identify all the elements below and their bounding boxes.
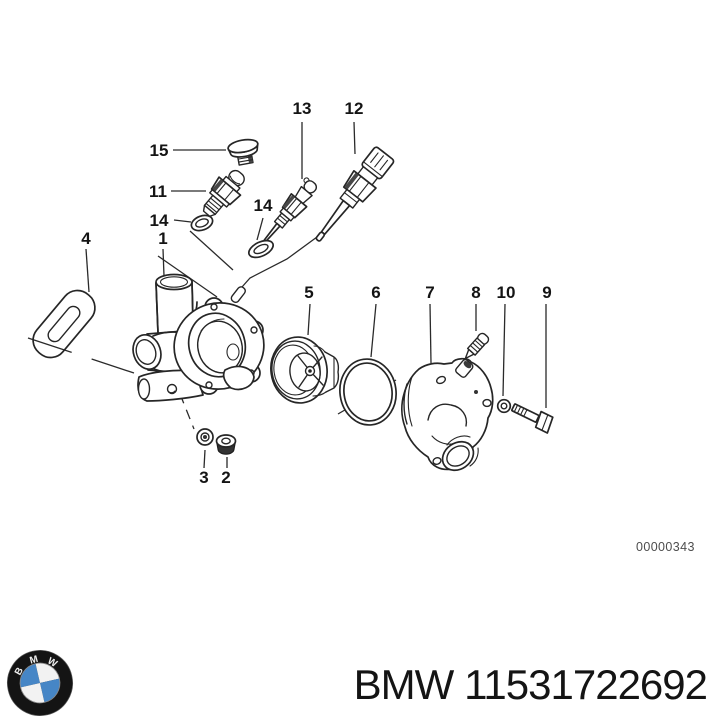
leader-line-6 xyxy=(370,303,377,358)
part-8-vent-screw xyxy=(464,332,490,360)
leader-line-7 xyxy=(429,303,432,364)
part-5-thermostat xyxy=(270,336,340,404)
part-10-washer xyxy=(496,398,512,414)
part-11-sensor xyxy=(202,169,245,217)
leader-line-1 xyxy=(162,248,165,277)
part-label-13: 13 xyxy=(293,99,312,118)
part-label-15: 15 xyxy=(150,141,169,160)
part-4-gasket xyxy=(32,289,96,359)
leader-line-14 xyxy=(256,217,264,241)
part-label-2: 2 xyxy=(221,468,230,487)
part-label-10: 10 xyxy=(497,283,516,302)
part-label-12: 12 xyxy=(345,99,364,118)
part-label-3: 3 xyxy=(199,468,208,487)
brand-name: BMW xyxy=(353,661,455,708)
part-12-temp-sensor xyxy=(315,146,395,242)
part-label-6: 6 xyxy=(371,283,380,302)
part-3-washer xyxy=(196,428,214,446)
part-1-housing xyxy=(132,273,265,402)
part-number: 11531722692 xyxy=(464,661,708,708)
leader-line-5 xyxy=(307,303,311,336)
leader-line-12 xyxy=(353,121,356,155)
part-label-4: 4 xyxy=(81,229,91,248)
leader-line-4 xyxy=(85,248,90,293)
logo-letter-b: B xyxy=(13,666,26,678)
part-label-9: 9 xyxy=(542,283,551,302)
part-label-8: 8 xyxy=(471,283,480,302)
part-14-seal-ring-upper xyxy=(190,214,214,232)
bmw-logo: B M W xyxy=(7,650,73,716)
leader-line-10 xyxy=(502,303,506,397)
part-label-1: 1 xyxy=(158,229,167,248)
part-14-seal-ring-lower xyxy=(248,239,274,259)
part-label-7: 7 xyxy=(425,283,434,302)
part-2-nut xyxy=(215,434,237,455)
part-label-11: 11 xyxy=(149,182,167,201)
part-13-temp-switch xyxy=(259,177,318,248)
leader-line-14 xyxy=(173,219,192,223)
part-label-14: 14 xyxy=(150,211,169,230)
part-7-cover xyxy=(401,357,494,472)
logo-letter-m: M xyxy=(29,654,40,667)
part-6-o-ring xyxy=(339,358,397,426)
part-15-screw-plug xyxy=(227,138,259,166)
drawing-number: 00000343 xyxy=(636,540,695,554)
part-9-bolt xyxy=(511,403,554,434)
part-label-5: 5 xyxy=(304,283,313,302)
part-label-14: 14 xyxy=(254,196,273,215)
leader-line-3 xyxy=(203,449,206,469)
